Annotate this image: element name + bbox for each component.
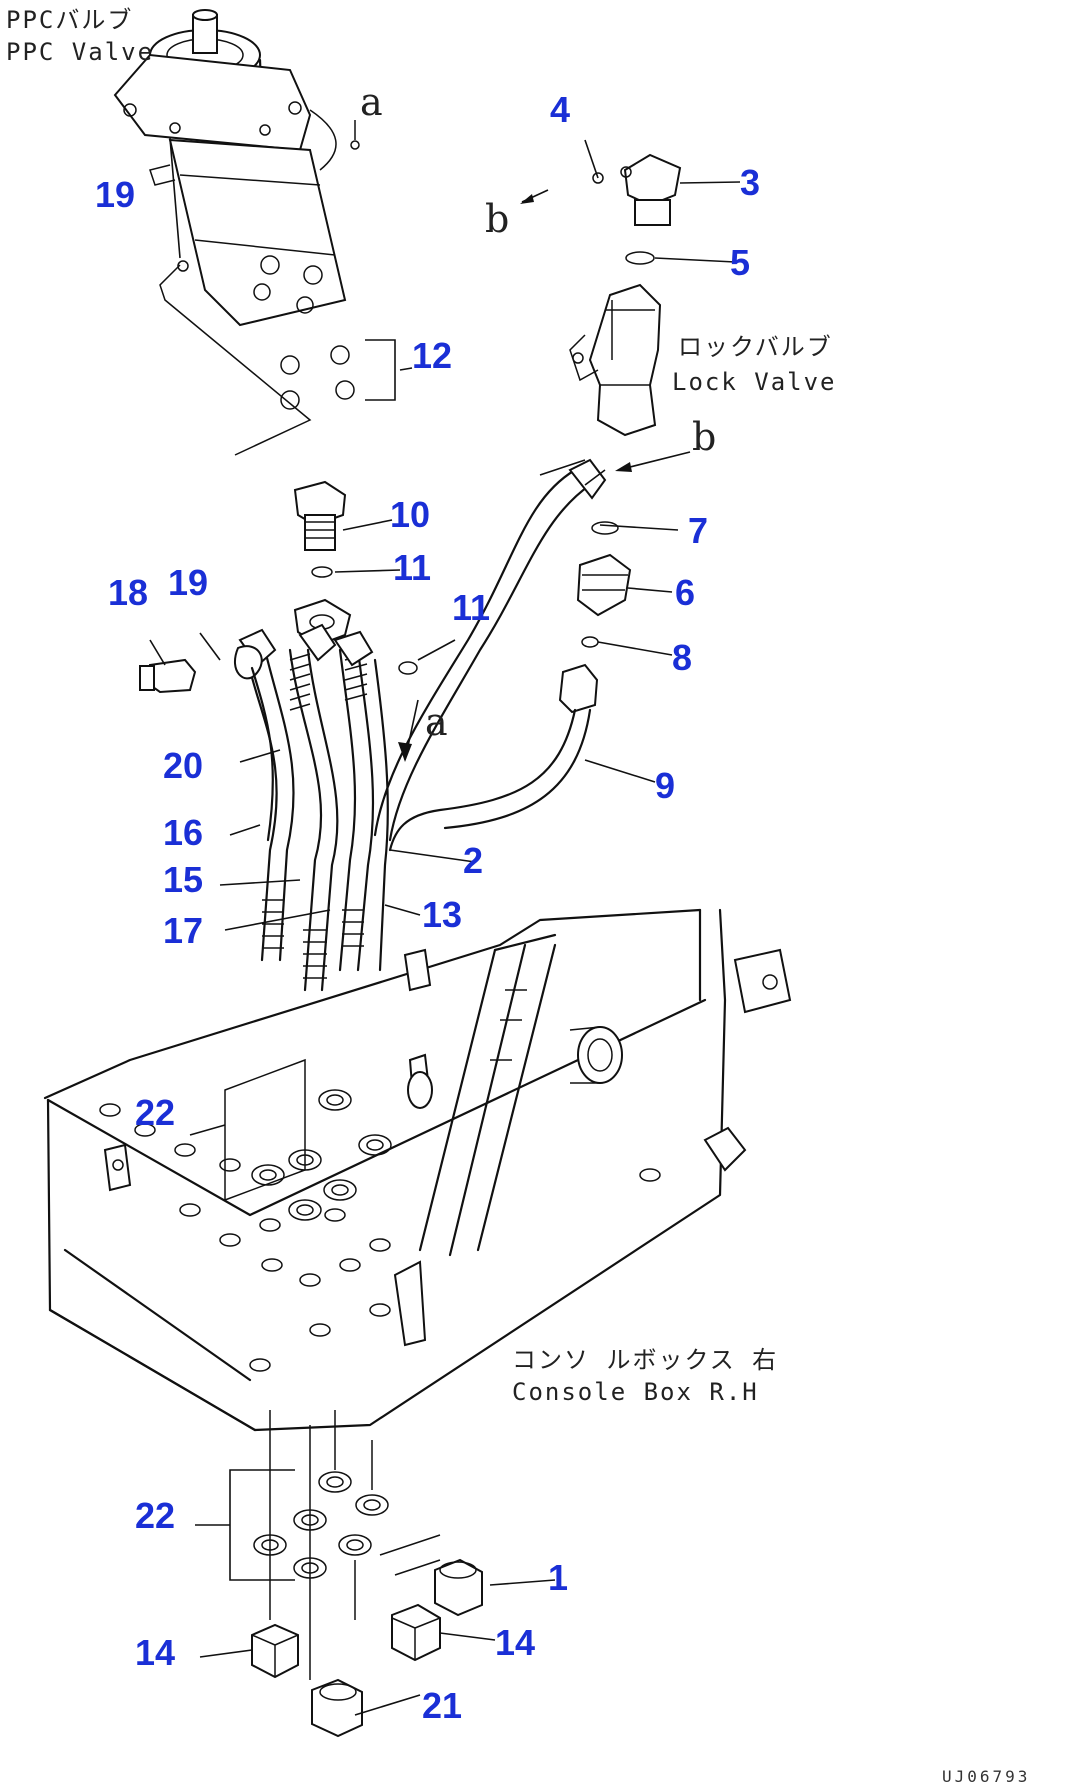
- callout-22a[interactable]: 22: [135, 1092, 175, 1133]
- callout-11b[interactable]: 11: [452, 587, 490, 628]
- callout-3[interactable]: 3: [740, 162, 760, 203]
- ref-letter-b-left: b: [485, 197, 509, 241]
- callout-1[interactable]: 1: [548, 1557, 568, 1598]
- callout-12[interactable]: 12: [412, 335, 452, 376]
- callout-2[interactable]: 2: [463, 840, 483, 881]
- ppc-valve-caption-jp: PPCバルブ: [6, 6, 133, 34]
- callout-8[interactable]: 8: [672, 637, 692, 678]
- callout-17[interactable]: 17: [163, 910, 203, 951]
- console-box-caption-jp: コンソ ルボックス 右: [512, 1346, 778, 1374]
- captions: PPCバルブ PPC Valve ロックバルブ Lock Valve コンソ ル…: [6, 6, 1030, 1786]
- callout-9[interactable]: 9: [655, 765, 675, 806]
- lock-valve-caption-en: Lock Valve: [672, 368, 837, 396]
- callout-5[interactable]: 5: [730, 242, 750, 283]
- reference-letters: a a b b: [360, 80, 716, 744]
- callouts: 1 2 3 4 5 6 7 8 9 10 11 11 12 13 14 14 1…: [95, 89, 760, 1726]
- hoses: [139, 458, 607, 992]
- ref-letter-a-mid: a: [425, 700, 448, 744]
- lock-valve-caption-jp: ロックバルブ: [678, 333, 833, 361]
- callout-19b[interactable]: 19: [168, 562, 208, 603]
- callout-19a[interactable]: 19: [95, 174, 135, 215]
- callout-10[interactable]: 10: [390, 494, 430, 535]
- ppc-valve-caption-en: PPC Valve: [6, 38, 154, 66]
- callout-15[interactable]: 15: [163, 859, 203, 900]
- ppc-valve: [113, 9, 396, 456]
- callout-18[interactable]: 18: [108, 572, 148, 613]
- console-box-caption-en: Console Box R.H: [512, 1378, 759, 1406]
- callout-4[interactable]: 4: [550, 89, 570, 130]
- fittings: [293, 480, 632, 714]
- lock-valve: [569, 153, 682, 437]
- callout-21[interactable]: 21: [422, 1685, 462, 1726]
- callout-6[interactable]: 6: [675, 572, 695, 613]
- callout-7[interactable]: 7: [688, 510, 708, 551]
- callout-16[interactable]: 16: [163, 812, 203, 853]
- console-box: [43, 908, 792, 1432]
- drawing-code: UJ06793: [942, 1767, 1030, 1786]
- callout-13[interactable]: 13: [422, 894, 462, 935]
- callout-20[interactable]: 20: [163, 745, 203, 786]
- callout-14b[interactable]: 14: [495, 1622, 535, 1663]
- callout-14a[interactable]: 14: [135, 1632, 175, 1673]
- ref-letter-b-right: b: [692, 415, 716, 459]
- leader-lines: [149, 137, 741, 1716]
- callout-11a[interactable]: 11: [393, 547, 431, 588]
- ref-letter-a-top: a: [360, 80, 383, 124]
- callout-22b[interactable]: 22: [135, 1495, 175, 1536]
